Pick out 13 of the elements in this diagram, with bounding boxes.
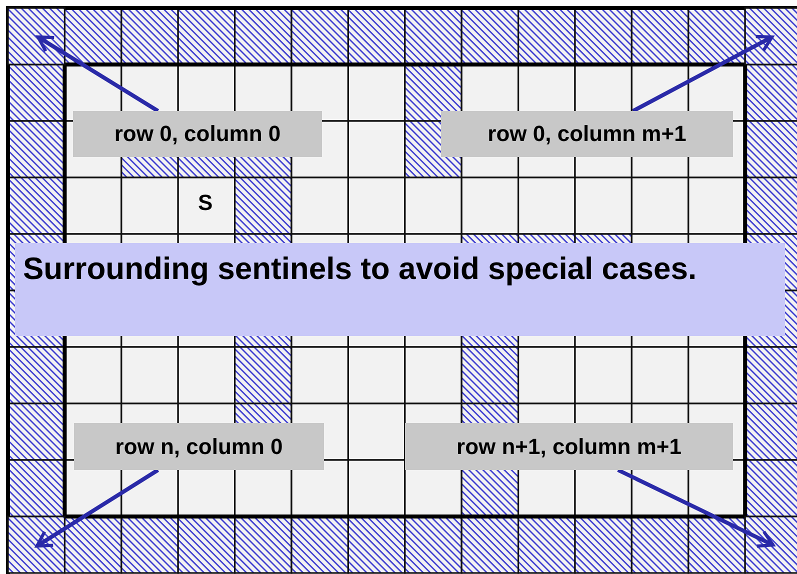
sentinel-cell (744, 516, 797, 574)
sentinel-cell (744, 7, 797, 66)
sentinel-cell (7, 7, 66, 66)
callout-label: row 0, column m+1 (441, 111, 733, 157)
sentinel-cell (7, 516, 66, 574)
arrow (632, 34, 774, 113)
note-box: Surrounding sentinels to avoid special cases. (15, 243, 785, 336)
arrow (35, 468, 160, 548)
callout-label: row n, column 0 (74, 423, 324, 470)
cell-letter: S (198, 190, 213, 216)
callout-label: row 0, column 0 (73, 111, 322, 157)
arrow (36, 35, 160, 113)
callout-label: row n+1, column m+1 (405, 423, 733, 470)
